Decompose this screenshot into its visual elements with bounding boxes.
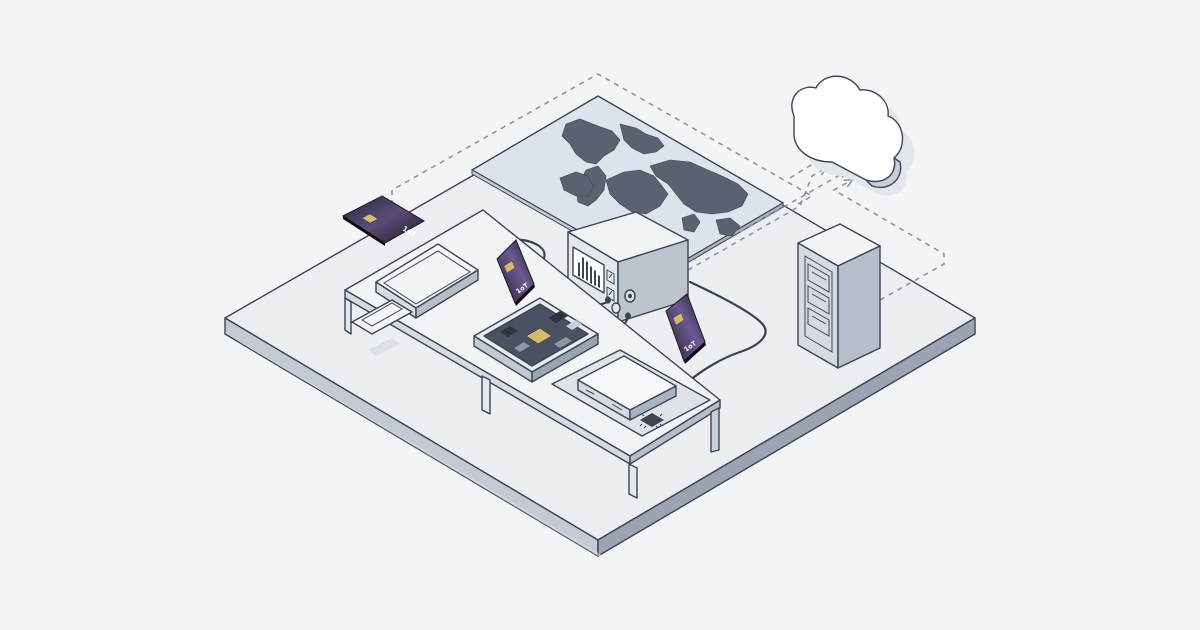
- test-instrument: [567, 211, 689, 323]
- sim-card-right: 1oT: [665, 293, 706, 364]
- cloud-links: [391, 73, 945, 301]
- chip-icon: [639, 413, 664, 429]
- link-sim-to-cloud: [391, 73, 814, 205]
- link-instrument-to-cloud: [687, 168, 826, 271]
- sim-card-middle: 1oT: [496, 239, 535, 306]
- cloud-icon: [791, 75, 915, 196]
- circuit-board: [473, 297, 599, 383]
- link-rack-to-cloud: [832, 180, 945, 301]
- link-map-to-cloud: [739, 170, 846, 233]
- sim-tray-enclosure: [351, 243, 479, 335]
- server-rack: [797, 223, 881, 369]
- modem-box: [551, 349, 711, 437]
- continents: [559, 118, 749, 237]
